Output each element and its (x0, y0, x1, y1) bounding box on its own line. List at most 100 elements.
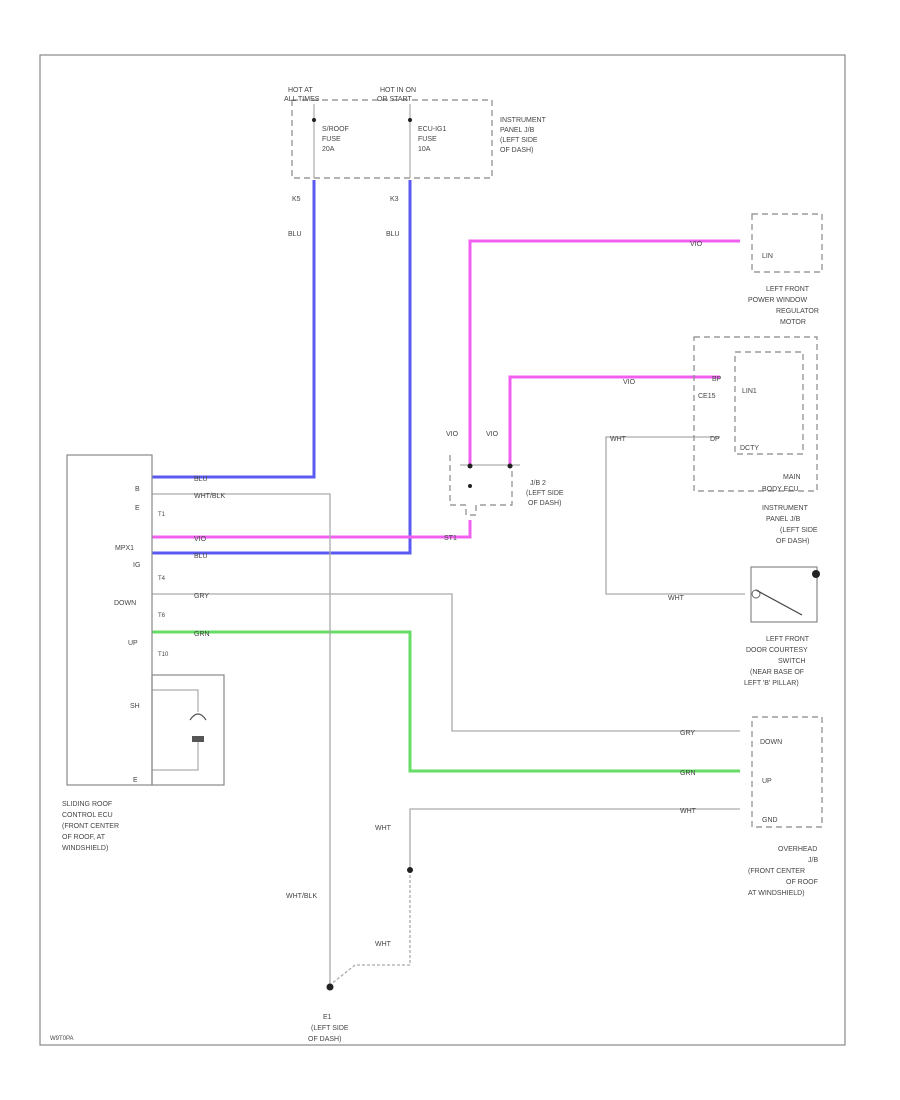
wire-wht-blk (152, 493, 331, 985)
jb2-node-c (468, 484, 472, 488)
jb-top-line3: (LEFT SIDE (500, 137, 538, 144)
door-switch-line5: LEFT 'B' PILLAR) (744, 680, 799, 687)
fuse-left-amps: 20A (322, 146, 335, 153)
ecu-pin-e: E (135, 505, 140, 512)
ecu-label-line3: (FRONT CENTER (62, 823, 119, 830)
window-motor-line1: LEFT FRONT (766, 286, 810, 293)
window-motor-inner: LIN (762, 253, 773, 260)
body-ecu-inner-bottom: DCTY (740, 445, 759, 452)
hot-right-line1: HOT IN ON (380, 87, 416, 94)
door-switch-lever (755, 589, 803, 616)
overhead-line5: AT WINDSHIELD) (748, 890, 805, 897)
wire-wht-gnd-lower (329, 870, 411, 986)
fuse-right-name: ECU-IG1 (418, 126, 447, 133)
ground-line3: OF DASH) (308, 1036, 341, 1043)
wires (152, 180, 745, 986)
overhead-line1: OVERHEAD (778, 846, 817, 853)
ecu-pin-up: UP (128, 640, 138, 647)
ecu-wire-gry: GRY (194, 593, 209, 600)
fuse-block: HOT AT ALL TIMES HOT IN ON OR START S/RO… (284, 87, 547, 238)
fuse-left-word: FUSE (322, 136, 341, 143)
jb-top-line2: PANEL J/B (500, 127, 535, 134)
ecu-wire-vio: VIO (194, 536, 207, 543)
ecu-motor-wire (152, 689, 199, 712)
fuse-block-outline (291, 99, 493, 179)
body-ecu-jb4: OF DASH) (776, 538, 809, 545)
ecu-pin-t10: T10 (158, 652, 169, 658)
overhead-wire-gry: GRY (680, 730, 695, 737)
ecu-pin-ig: IG (133, 562, 140, 569)
ecu-motor-wire-b (152, 740, 199, 771)
wire-wht-courtesy (605, 436, 745, 595)
window-motor-line2: POWER WINDOW (748, 297, 807, 304)
overhead-jb: DOWN UP GND GRY GRN WHT OVERHEAD J/B (FR… (680, 716, 823, 897)
jb-top-line4: OF DASH) (500, 147, 533, 154)
overhead-line3: (FRONT CENTER (748, 868, 805, 875)
overhead-line4: OF ROOF (786, 879, 818, 886)
fuse-right-amps: 10A (418, 146, 431, 153)
fuse-right-word: FUSE (418, 136, 437, 143)
ecu-label-line1: SLIDING ROOF (62, 801, 112, 808)
window-motor-line3: REGULATOR (776, 308, 819, 315)
wire-wht-gnd (409, 808, 740, 870)
overhead-wire-wht: WHT (680, 808, 697, 815)
ecu-pin-t1: T1 (158, 512, 166, 518)
jb2-pin-b: VIO (486, 431, 499, 438)
motor-diode-icon (192, 736, 204, 742)
ground-wire-left: WHT/BLK (286, 893, 317, 900)
jb2-node-a (467, 463, 473, 469)
jb2-pin-c: ST1 (444, 535, 457, 542)
ecu-wire-whtblk: WHT/BLK (194, 493, 225, 500)
motor-switch-icon (189, 713, 207, 721)
fuse-left-wire-color: BLU (288, 231, 302, 238)
ecu-label-line2: CONTROL ECU (62, 812, 113, 819)
ecu-pin-down: DOWN (114, 600, 136, 607)
door-switch-ground (812, 570, 820, 578)
body-ecu-jb3: (LEFT SIDE (780, 527, 818, 534)
ecu-wire-blu2: BLU (194, 553, 208, 560)
ecu-wire-blu: BLU (194, 476, 208, 483)
ecu-outline (66, 454, 153, 786)
ecu-pin-sh: SH (130, 703, 140, 710)
wire-blu-b (152, 180, 316, 479)
ground-line1: E1 (323, 1014, 332, 1021)
body-ecu-side: CE15 (698, 393, 716, 400)
ecu-pin-mpx: MPX1 (115, 545, 134, 552)
overhead-line2: J/B (808, 857, 818, 864)
body-ecu-line1: MAIN (783, 474, 801, 481)
overhead-outline (751, 716, 823, 828)
ecu-pin-b: B (135, 486, 140, 493)
body-ecu-pin-top: BP (712, 376, 722, 383)
fuse-right-pin: K3 (390, 196, 399, 203)
fuse-left-pin: K5 (292, 196, 301, 203)
ecu-pin-e2: E (133, 777, 138, 784)
door-switch-line1: LEFT FRONT (766, 636, 810, 643)
diagram-frame (39, 54, 846, 1046)
fuse-right-wire-color: BLU (386, 231, 400, 238)
jb2-line3: OF DASH) (528, 500, 561, 507)
junction-jb2: VIO VIO J/B 2 (LEFT SIDE OF DASH) ST1 (444, 431, 564, 542)
ecu-label-line5: WINDSHIELD) (62, 845, 108, 852)
fuse-left-node (312, 118, 316, 122)
ground-wire-right-bottom: WHT (375, 941, 392, 948)
body-ecu-inner-top: LIN1 (742, 388, 757, 395)
body-ecu-line2: BODY ECU (762, 486, 798, 493)
body-ecu-wire-bottom: WHT (610, 436, 627, 443)
ecu-pin-t4: T4 (158, 576, 166, 582)
window-motor: LIN VIO LEFT FRONT POWER WINDOW REGULATO… (690, 213, 823, 326)
body-ecu-jb1: INSTRUMENT (762, 505, 809, 512)
ground-node (326, 983, 334, 991)
jb2-node-b (507, 463, 513, 469)
fuse-left-name: S/ROOF (322, 126, 349, 133)
ground-point: WHT/BLK WHT WHT E1 (LEFT SIDE OF DASH) (286, 825, 392, 1043)
wire-blu-ig (152, 180, 412, 555)
wire-grn-up (152, 630, 740, 773)
jb-top-line1: INSTRUMENT (500, 117, 547, 124)
door-switch-line2: DOOR COURTESY (746, 647, 808, 654)
door-switch-outline (750, 566, 818, 623)
ground-wire-right-top: WHT (375, 825, 392, 832)
jb2-line2: (LEFT SIDE (526, 490, 564, 497)
body-ecu-pin-bottom: DP (710, 436, 720, 443)
window-motor-line4: MOTOR (780, 319, 806, 326)
hot-left-line2: ALL TIMES (284, 96, 320, 103)
